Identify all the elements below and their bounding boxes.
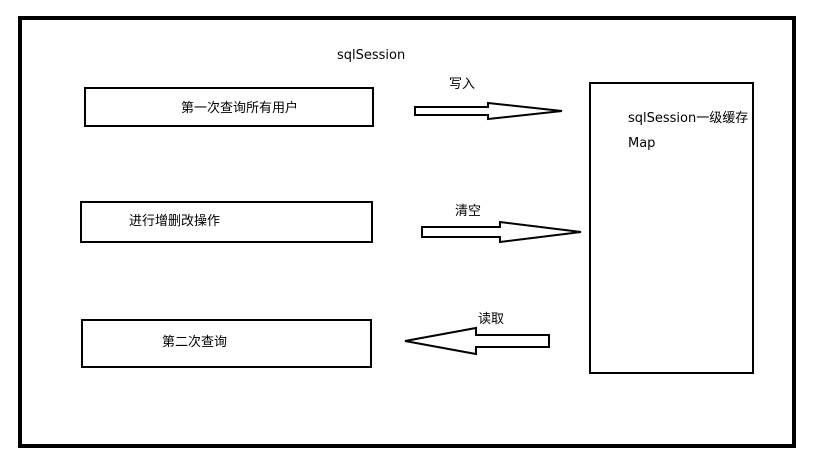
second-query-label: 第二次查询 [162, 335, 228, 350]
cache-box: sqlSession一级缓存 Map [589, 82, 754, 374]
cache-label-line2: Map [628, 136, 656, 151]
write-arrow [414, 101, 563, 121]
crud-label: 进行增删改操作 [129, 214, 221, 229]
first-query-label: 第一次查询所有用户 [181, 101, 299, 116]
first-query-box: 第一次查询所有用户 [84, 87, 374, 127]
diagram-title: sqlSession [337, 48, 406, 63]
read-arrow [404, 326, 550, 356]
outer-frame [18, 16, 796, 448]
second-query-box: 第二次查询 [81, 319, 372, 368]
write-label: 写入 [449, 77, 476, 92]
crud-box: 进行增删改操作 [80, 201, 373, 243]
read-label: 读取 [478, 312, 505, 327]
clear-arrow [421, 220, 582, 244]
cache-label-line1: sqlSession一级缓存 [628, 111, 749, 126]
clear-label: 清空 [455, 204, 482, 219]
